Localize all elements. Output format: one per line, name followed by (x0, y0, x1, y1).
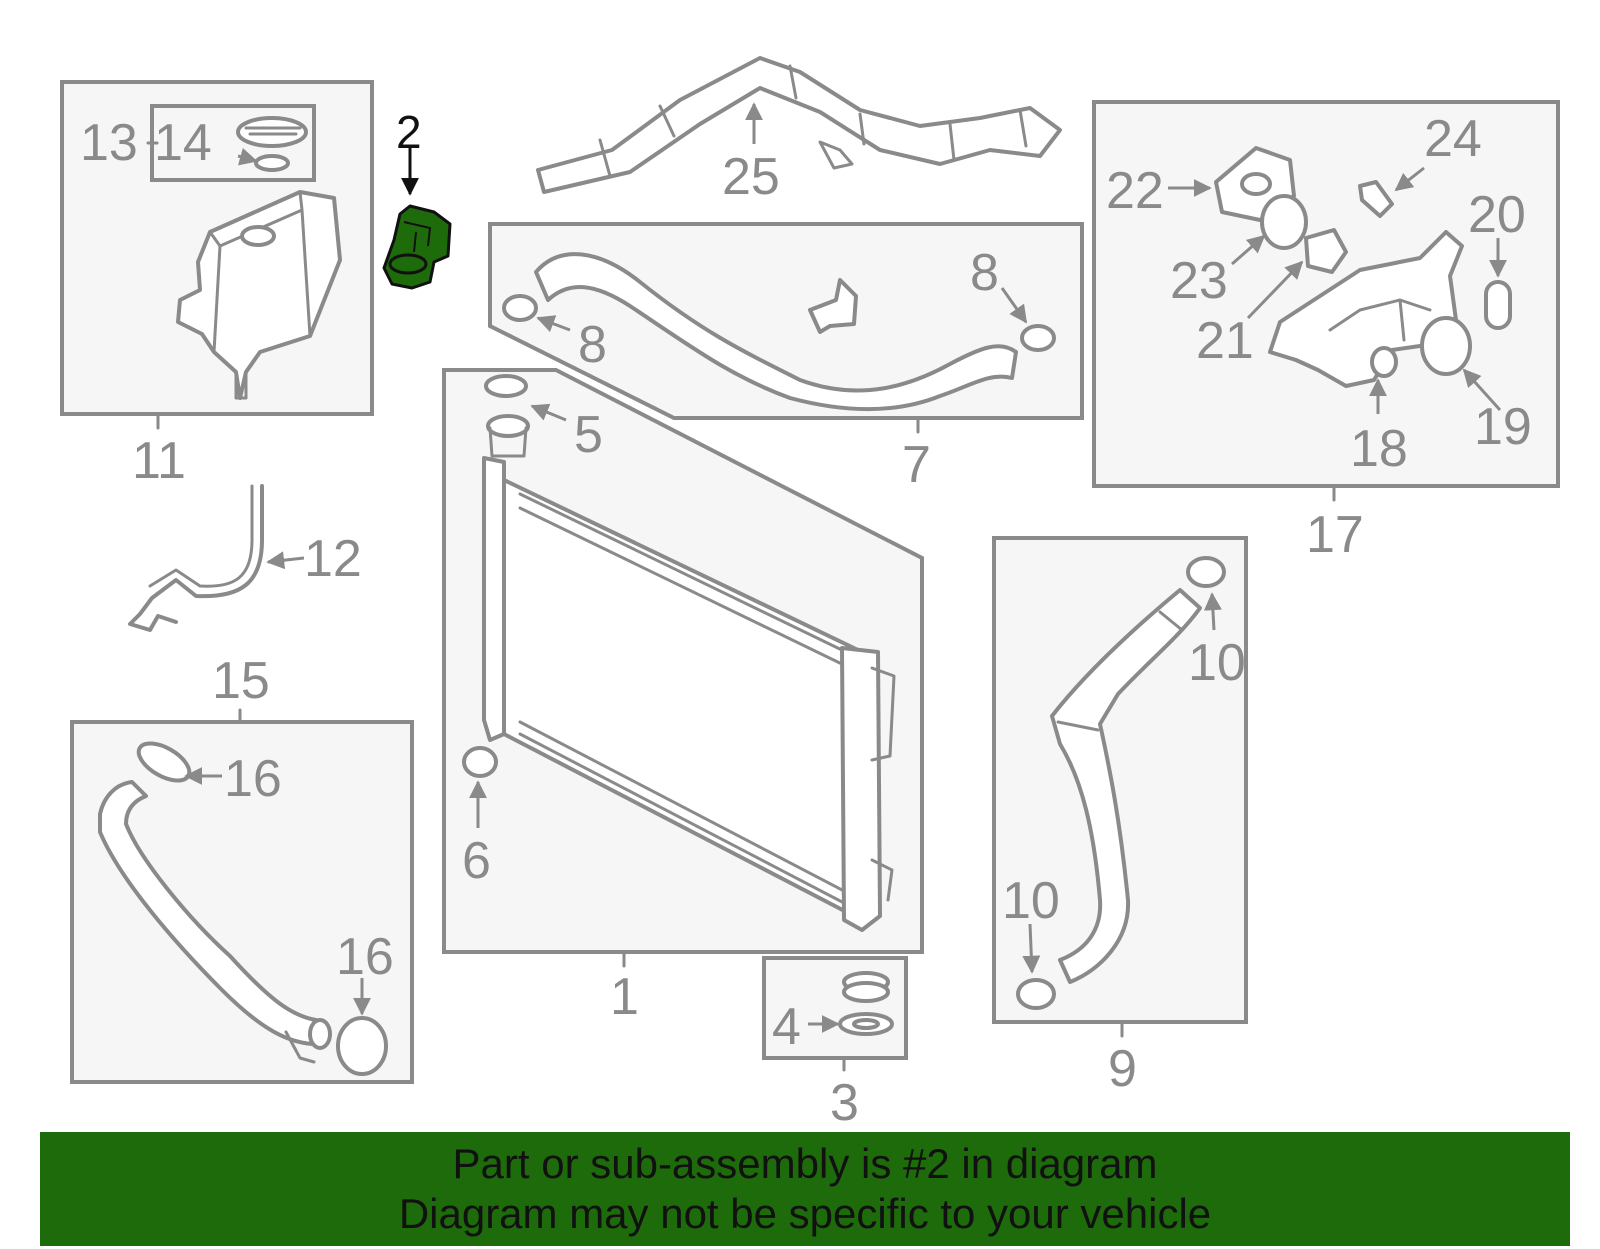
callout-8b: 8 (970, 244, 999, 302)
callout-11: 11 (132, 432, 186, 490)
reservoir-cap-part (236, 116, 308, 148)
upper-hose-tube (536, 56, 1062, 194)
lower-hose-part (534, 252, 1018, 412)
bracket-part (808, 278, 858, 334)
temp-sensor-part (1358, 180, 1394, 218)
cap-group-3[interactable]: 4 (762, 956, 908, 1060)
radiator-group-1[interactable]: 5 6 (442, 368, 924, 954)
highlighted-part-2[interactable]: 2 (382, 106, 452, 290)
hose-clamp-8a (502, 294, 538, 322)
hose-15-part (98, 780, 324, 1047)
banner-line-1: Part or sub-assembly is #2 in diagram (452, 1140, 1158, 1187)
callout-8a: 8 (578, 316, 607, 374)
callout-20: 20 (1468, 186, 1526, 244)
callout-10a: 10 (1188, 634, 1246, 692)
hose-clamp-10b (1016, 978, 1056, 1010)
callout-14: 14 (154, 114, 212, 172)
hose-group-7[interactable]: 8 8 (488, 222, 1084, 420)
banner-line-2: Diagram may not be specific to your vehi… (398, 1190, 1212, 1237)
oring-20-part (1484, 280, 1512, 330)
callout-9: 9 (1108, 1040, 1137, 1098)
hose-box-9 (992, 536, 1248, 1024)
callout-15: 15 (212, 652, 270, 710)
cap-seal-part (254, 154, 290, 172)
callout-25: 25 (722, 148, 780, 206)
hose-clamp-8b (1020, 324, 1056, 352)
hose-group-15[interactable]: 16 16 (70, 720, 414, 1084)
callout-2: 2 (396, 106, 422, 158)
callout-1: 1 (610, 968, 639, 1026)
callout-19: 19 (1474, 398, 1532, 456)
callout-17: 17 (1306, 506, 1364, 564)
callout-6: 6 (462, 832, 491, 890)
overflow-hose-12[interactable]: 12 (128, 484, 362, 632)
drain-plug-part (462, 746, 498, 778)
callout-18: 18 (1350, 420, 1408, 478)
callout-12: 12 (304, 530, 362, 588)
callout-22: 22 (1106, 162, 1164, 220)
callout-13: 13 (80, 114, 138, 172)
callout-24: 24 (1424, 110, 1482, 168)
callout-3: 3 (830, 1074, 859, 1132)
hose-clamp-10a (1186, 556, 1226, 588)
hose-box-7 (488, 222, 1084, 420)
callout-16a: 16 (224, 750, 282, 808)
reservoir-assembly-group[interactable]: 13 14 (60, 80, 374, 416)
hose-9-part (1050, 588, 1202, 984)
callout-7: 7 (902, 436, 931, 494)
gasket-19-part (1420, 316, 1472, 376)
left-tank (482, 456, 506, 742)
radiator-cap-part (484, 374, 528, 398)
hose-group-9[interactable]: 10 10 (992, 536, 1248, 1024)
thermostat-group-17[interactable]: 22 23 24 21 20 19 18 (1092, 100, 1560, 488)
gasket-part (1260, 194, 1308, 250)
info-banner: Part or sub-assembly is #2 in diagram Di… (40, 1132, 1570, 1246)
hose-assembly-25[interactable]: 25 (536, 56, 1062, 206)
thermostat-part (1304, 228, 1348, 274)
callout-16b: 16 (336, 928, 394, 986)
callout-10b: 10 (1002, 872, 1060, 930)
callout-4: 4 (772, 998, 801, 1056)
callout-23: 23 (1170, 252, 1228, 310)
right-tank (840, 646, 882, 932)
callout-5: 5 (574, 406, 603, 464)
part-2-housing (382, 204, 452, 290)
oring-16b-part (336, 1016, 388, 1076)
overflow-hose-part (128, 484, 264, 632)
callout-21: 21 (1196, 312, 1254, 370)
